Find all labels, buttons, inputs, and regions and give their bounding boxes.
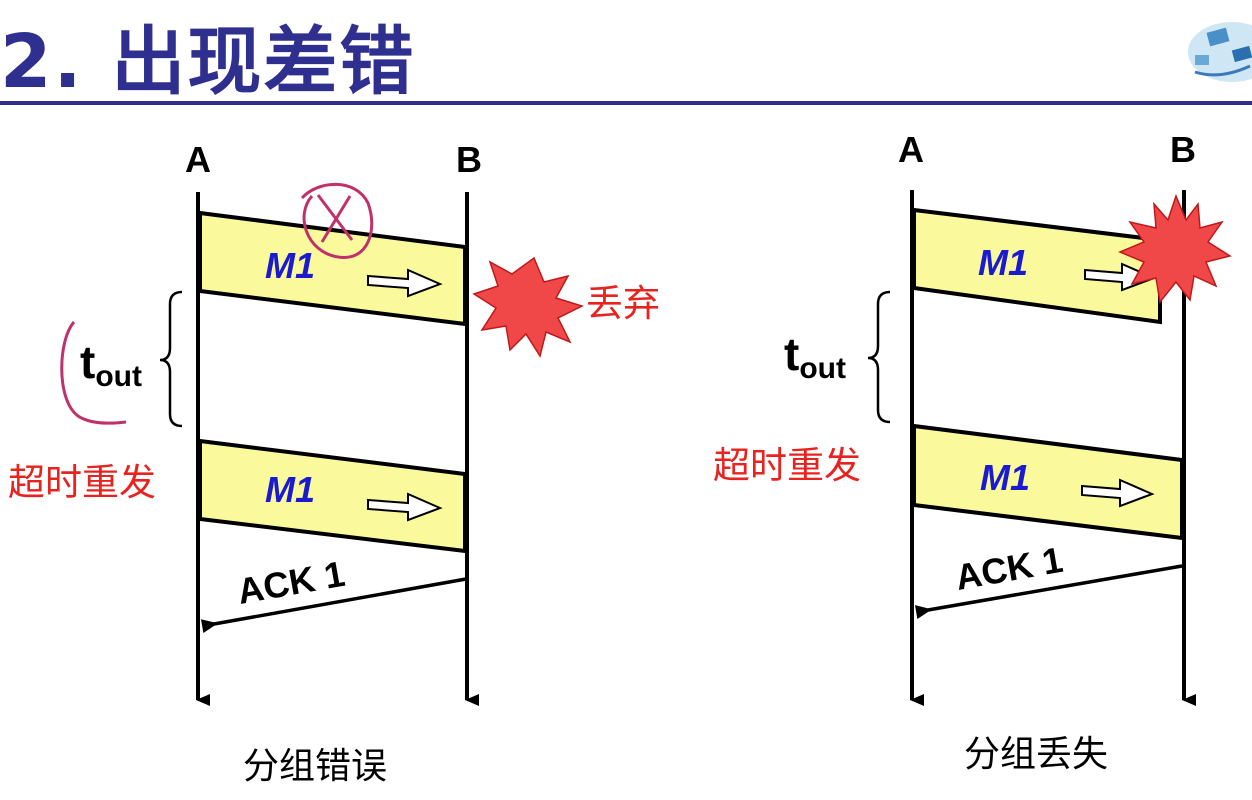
left-frame-1 <box>198 210 467 327</box>
left-sender-label: A <box>185 139 211 180</box>
pen-mark-x-icon <box>300 182 374 259</box>
right-frame-2-label: M1 <box>980 457 1030 498</box>
left-frame-2-label: M1 <box>265 469 315 510</box>
left-panel: A B M1 丢弃 tout 超时重发 M1 <box>8 139 660 787</box>
hollow-arrow-icon <box>367 492 443 522</box>
right-timeout-brace <box>867 290 891 424</box>
right-timeout-label: tout <box>784 328 846 385</box>
left-frame-1-label: M1 <box>265 245 315 286</box>
right-receiver-label: B <box>1170 129 1196 170</box>
starburst-icon <box>1118 193 1232 304</box>
right-ack-arrow <box>914 564 1183 619</box>
left-frame-2 <box>198 438 467 554</box>
left-caption: 分组错误 <box>243 746 387 787</box>
right-frame-1-label: M1 <box>978 242 1028 283</box>
right-frame-2 <box>912 423 1184 541</box>
left-timeout-label: tout <box>80 336 142 393</box>
right-sender-label: A <box>898 129 924 170</box>
starburst-icon <box>472 256 585 358</box>
network-logo-icon <box>1188 22 1252 82</box>
hollow-arrow-icon <box>1081 478 1155 508</box>
hollow-arrow-icon <box>367 268 443 298</box>
left-retransmit-label: 超时重发 <box>8 461 156 504</box>
left-ack-arrow <box>200 577 467 634</box>
right-caption: 分组丢失 <box>964 734 1108 775</box>
pen-mark-bracket-icon <box>60 321 127 425</box>
right-panel: A B M1 tout 超时重发 M1 ACK 1 分组丢失 <box>713 129 1232 775</box>
right-frame-1 <box>912 207 1162 325</box>
title-underline <box>0 101 1252 105</box>
right-retransmit-label: 超时重发 <box>713 444 861 487</box>
page-title: 2. 出现差错 <box>0 19 416 105</box>
left-receiver-label: B <box>456 139 482 180</box>
left-timeout-brace <box>159 290 183 428</box>
discard-label: 丢弃 <box>586 282 660 325</box>
